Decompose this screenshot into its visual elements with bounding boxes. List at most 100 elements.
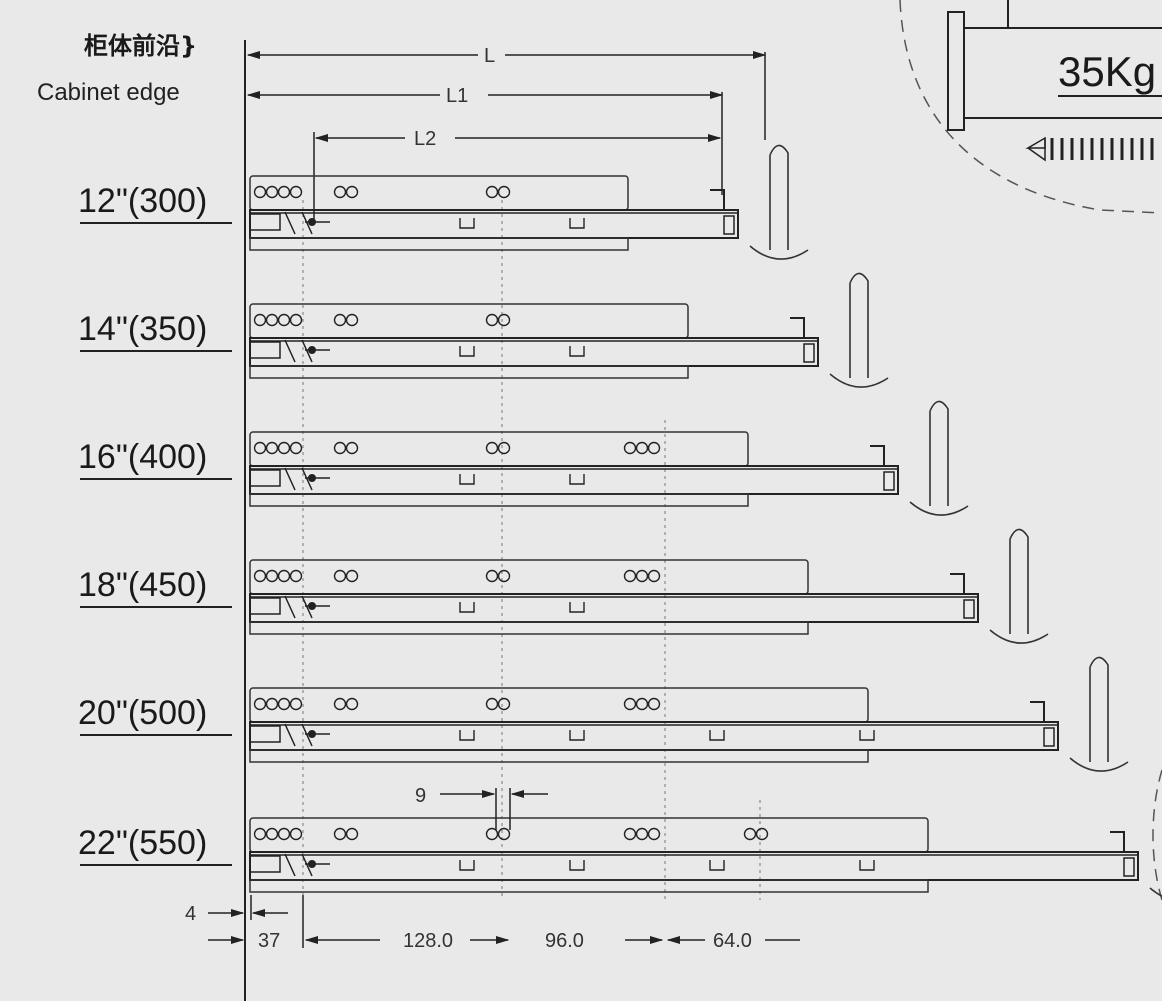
front-lock-detail [284,339,330,363]
slide-size-label: 14"(350) [78,310,207,348]
front-lock [249,469,281,487]
dimension-L: L [246,45,767,140]
front-lock-detail [284,595,330,619]
rail-slot [569,218,585,229]
rail-slot [569,730,585,741]
mounting-hole [289,827,303,841]
front-screw [308,860,316,868]
mounting-hole [345,185,359,199]
mounting-hole [623,697,637,711]
dimension-offset-small-label: 4 [185,903,196,925]
mounting-hole [333,313,347,327]
rear-hook [1110,831,1125,852]
mounting-hole [289,441,303,455]
rear-bracket [803,343,815,363]
mounting-hole [289,185,303,199]
rear-bracket [1123,857,1135,877]
mounting-hole [265,313,279,327]
outer-rail [249,209,739,239]
mounting-hole [253,569,267,583]
mounting-hole [635,697,649,711]
bottom-dimensions: 4 37 128.0 96.0 64.0 [185,895,800,952]
mounting-hole [497,569,511,583]
inner-member [249,817,929,853]
slide-size-label: 22"(550) [78,824,207,862]
front-lock-detail [284,853,330,877]
rear-hook [710,189,725,210]
slide-size-label: 20"(500) [78,694,207,732]
mounting-hole [647,827,661,841]
mounting-hole [333,827,347,841]
dimension-hole-gap: 9 [415,785,548,830]
bottom-member [249,237,629,251]
rear-bracket [963,599,975,619]
slide-size-label: 16"(400) [78,438,207,476]
rear-bracket [723,215,735,235]
rail-slot [459,860,475,871]
travel-arrow-icon [909,400,969,516]
rail-slot [459,346,475,357]
travel-arrow-icon [1069,656,1129,772]
inner-member [249,559,809,595]
mounting-hole [265,827,279,841]
cabinet-edge-label-en: Cabinet edge [37,79,180,106]
mounting-hole [497,441,511,455]
slide-size-label: 18"(450) [78,566,207,604]
load-capacity-inset: 35Kg [899,0,1162,901]
mounting-hole [265,569,279,583]
travel-arrow-icon [749,144,809,260]
mounting-hole [485,569,499,583]
front-lock [249,725,281,743]
rail-slot [859,730,875,741]
travel-arrow-icon [829,272,889,388]
bottom-member [249,749,869,763]
travel-arrow-icon [1149,887,1162,898]
inner-member [249,687,869,723]
arrow-left-icon [1025,136,1154,162]
rear-bracket [1043,727,1055,747]
bottom-member [249,621,809,635]
dimension-hole-gap-label: 9 [415,785,426,807]
mounting-hole [333,441,347,455]
front-screw [308,730,316,738]
front-lock-detail [284,723,330,747]
inner-member [249,175,629,211]
mounting-hole [497,313,511,327]
front-lock [249,855,281,873]
mounting-hole [345,313,359,327]
rail-slot [459,218,475,229]
slide-row: 16"(400) [78,400,969,516]
mounting-hole [345,827,359,841]
rail-slot [709,730,725,741]
mounting-hole [623,569,637,583]
outer-rail [249,851,1139,881]
rail-slot [459,474,475,485]
mounting-hole [253,313,267,327]
mounting-hole [277,827,291,841]
mounting-hole [277,441,291,455]
mounting-hole [485,827,499,841]
front-screw [308,474,316,482]
inner-member [249,303,689,339]
front-lock [249,213,281,231]
slides-layer: 12"(300) 14"(350) 16"(400) 18"(450) 20"(500)… [78,144,1162,898]
mounting-hole [277,569,291,583]
dimension-spacing-b-label: 96.0 [545,930,584,952]
travel-arrow-icon [989,528,1049,644]
front-screw [308,346,316,354]
mounting-hole [647,569,661,583]
rear-hook [870,445,885,466]
slide-row: 22"(550) [78,817,1162,898]
bottom-member [249,879,929,893]
bottom-member [249,493,749,507]
mounting-hole [345,569,359,583]
dimension-L2-label: L2 [414,128,436,150]
slide-size-label: 12"(300) [78,182,207,220]
mounting-hole [253,697,267,711]
front-lock-detail [284,467,330,491]
mounting-hole [277,697,291,711]
dimension-L1: L1 [246,85,724,195]
mounting-hole [623,827,637,841]
slide-row: 18"(450) [78,528,1049,644]
